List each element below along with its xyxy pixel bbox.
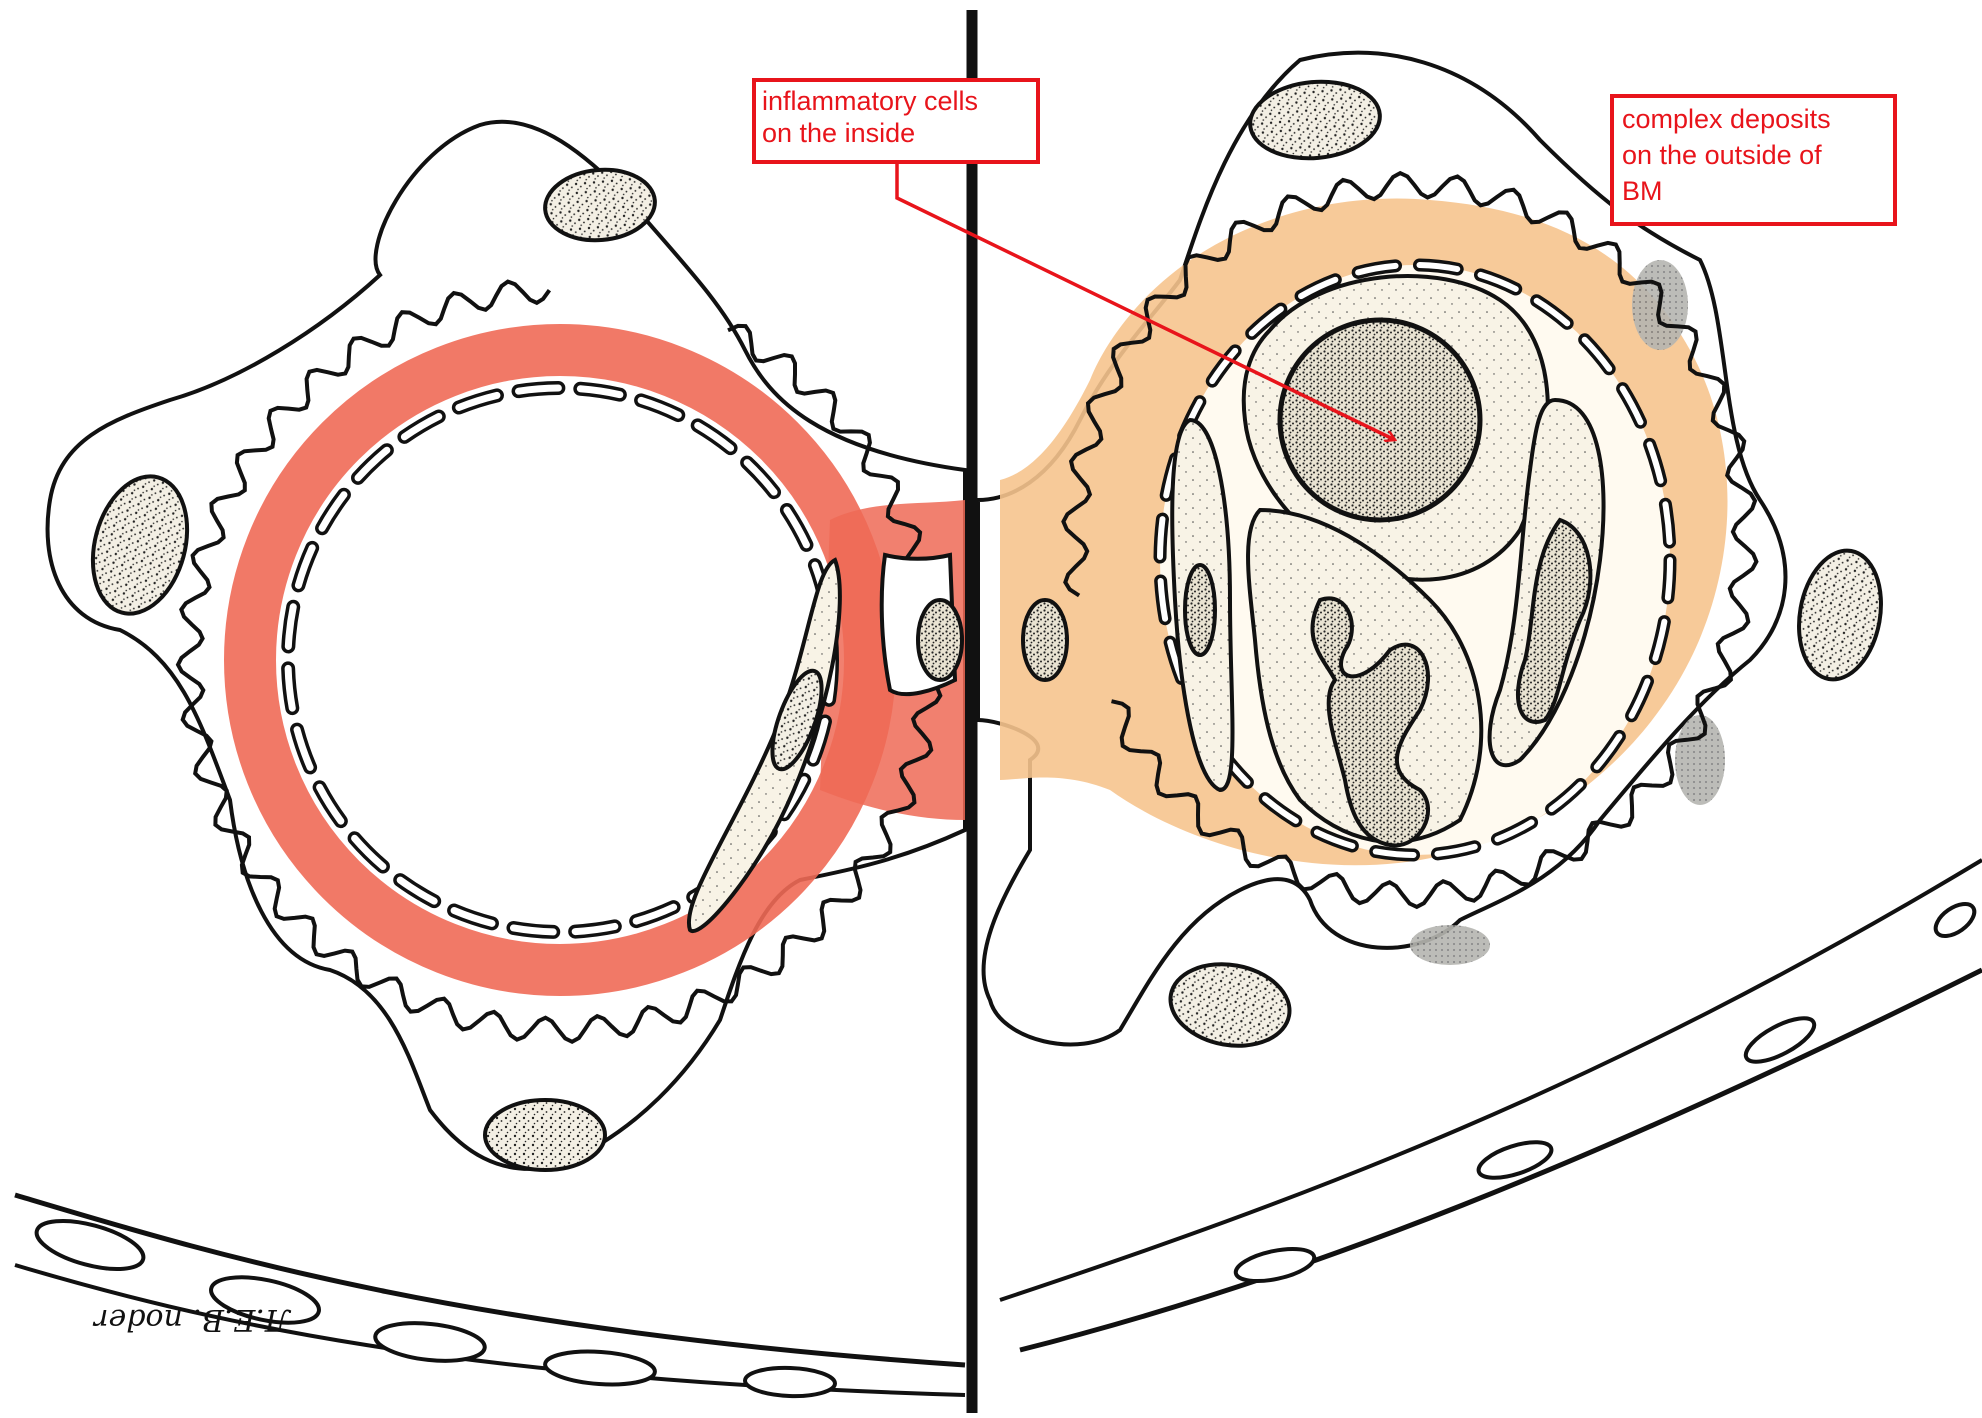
artist-signature: Л.Е.В. noder	[93, 1302, 292, 1337]
right-inflammatory-nucleus-large	[1280, 320, 1480, 520]
right-parietal-cells	[1233, 898, 1980, 1287]
annotation-right-line-3: BM	[1622, 176, 1663, 206]
right-podocyte-nucleus-right	[1789, 544, 1890, 686]
annotation-left-line-1: inflammatory cells	[762, 86, 978, 116]
right-mesangial-nucleus	[1023, 600, 1067, 680]
annotation-complex-deposits: complex deposits on the outside of BM	[1612, 96, 1895, 224]
annotation-right-line-2: on the outside of	[1622, 140, 1822, 170]
left-podocyte-nucleus-bottom	[485, 1100, 605, 1170]
annotation-left-line-2: on the inside	[762, 118, 915, 148]
right-podocyte-nucleus-bottom	[1164, 955, 1296, 1055]
right-panel-diseased-capillary	[978, 53, 1982, 1350]
left-bowman-capsule	[15, 1195, 965, 1365]
left-panel-normal-capillary: Л.Е.В. noder	[15, 122, 965, 1398]
annotation-right-line-1: complex deposits	[1622, 104, 1831, 134]
